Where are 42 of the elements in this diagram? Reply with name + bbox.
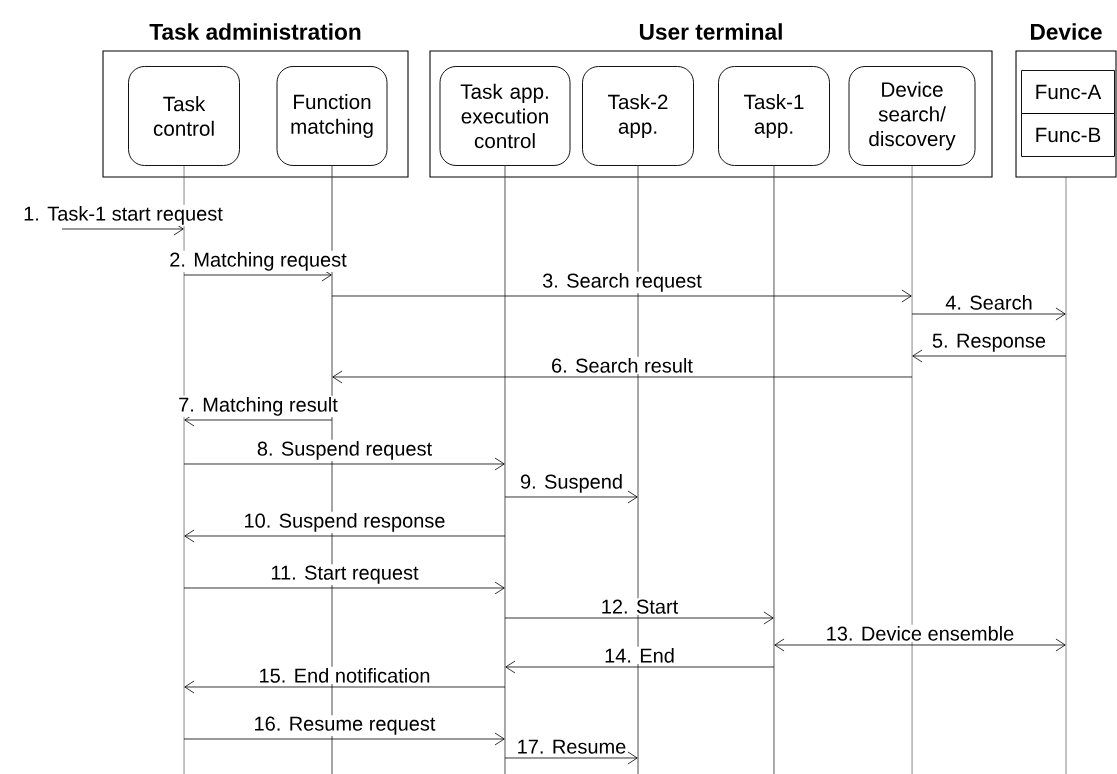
edge-label: 7. Matching result bbox=[176, 395, 340, 418]
edge-label: 16. Resume request bbox=[252, 715, 437, 737]
edge-label: 9. Suspend bbox=[518, 472, 625, 495]
message-arrow bbox=[505, 660, 775, 674]
edge-label: 14. End bbox=[602, 646, 677, 665]
edge-label: 15. End notification bbox=[257, 666, 432, 685]
message-arrow bbox=[331, 289, 912, 303]
edge-label: 3. Search request bbox=[540, 271, 704, 294]
message-arrow bbox=[911, 307, 1066, 321]
edge-label: 11. Start request bbox=[269, 564, 420, 586]
message-arrow bbox=[912, 349, 1067, 363]
function-box: Func-A bbox=[1021, 70, 1115, 114]
message-arrow bbox=[183, 581, 505, 595]
participant-box: Function matching bbox=[276, 66, 388, 166]
edge-label: 17. Resume bbox=[515, 738, 628, 756]
edge-label: 4. Search bbox=[943, 293, 1035, 312]
message-arrow bbox=[504, 490, 638, 504]
message-arrow bbox=[183, 457, 505, 471]
group-heading: User terminal bbox=[639, 23, 782, 40]
function-box: Func-B bbox=[1021, 113, 1115, 157]
participant-box: Task-2 app. bbox=[582, 66, 694, 166]
participant-box: Task-1 app. bbox=[718, 66, 830, 166]
message-arrow bbox=[504, 751, 638, 765]
edge-label: 5. Response bbox=[930, 332, 1048, 354]
message-arrow bbox=[774, 638, 1066, 652]
edge-label: 1. Task-1 start request bbox=[21, 204, 225, 227]
message-arrow bbox=[504, 611, 774, 625]
edge-label: 13. Device ensemble bbox=[824, 624, 1016, 643]
edge-label: 6. Search result bbox=[549, 356, 695, 375]
edge-label: 8. Suspend request bbox=[255, 439, 434, 462]
message-arrow bbox=[183, 732, 505, 746]
message-arrow bbox=[184, 680, 506, 694]
participant-box: Task control bbox=[128, 66, 240, 166]
group-heading: Task administration bbox=[149, 23, 361, 40]
participant-box: Task app. execution control bbox=[439, 66, 571, 166]
group-heading: Device bbox=[1031, 23, 1102, 40]
message-arrow bbox=[332, 370, 913, 384]
message-arrow bbox=[184, 529, 506, 543]
edge-label: 2. Matching request bbox=[167, 250, 349, 273]
participant-box: Device search/ discovery bbox=[848, 66, 976, 166]
edge-label: 12. Start bbox=[599, 598, 680, 616]
edge-label: 10. Suspend response bbox=[242, 511, 447, 534]
